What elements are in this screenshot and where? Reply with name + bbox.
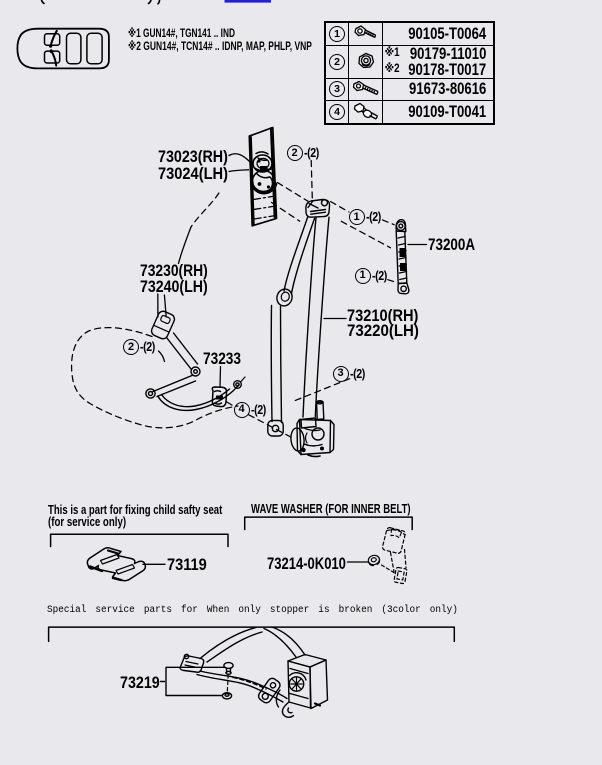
circled-number: 3 [332, 365, 349, 382]
circled-number: 2 [123, 339, 139, 355]
inner-belt-buckle-drawing [145, 310, 246, 412]
rear-bench-icon [86, 32, 103, 65]
section-brackets [47, 516, 456, 643]
part-number: 90178-T0017 [408, 60, 487, 79]
annotation-2a: 2 -(2) [286, 145, 322, 161]
part-number: 90179-11010 [409, 44, 487, 63]
label-inner-belt-rh: 73230(RH) [140, 261, 208, 280]
circled-number: 4 [329, 104, 345, 120]
label-outer-belt-lh: 73220(LH) [347, 321, 419, 340]
label-stopper: 73219 [120, 673, 160, 692]
wave-washer-drawing [367, 554, 381, 567]
part-number: 90109-T0041 [408, 103, 487, 121]
outer-belt-drawing [267, 198, 335, 458]
label-clip: 73233 [203, 348, 242, 368]
vehicle-top-view-icon [16, 27, 110, 70]
circled-number: 1 [354, 267, 371, 284]
part-number: 90105-T0064 [408, 24, 487, 43]
note-1: ※1 GUN14#, TGN141 .. IND [128, 27, 235, 40]
label-adjuster: 73200A [428, 234, 476, 254]
circled-number: 2 [286, 145, 303, 161]
annotation-1a: 1 -(2) [348, 209, 384, 225]
table-row: 2 ※1 90179-11010 ※2 90178-T0017 [326, 44, 493, 79]
link-underline[interactable] [224, 0, 272, 3]
label-wave-washer: 73214-0K010 [267, 553, 346, 573]
child-seat-bracket [49, 533, 229, 548]
circled-number: 3 [329, 81, 345, 98]
annotation-3a: 3 -(2) [332, 365, 368, 382]
annotation-4a: 4 -(2) [233, 401, 269, 418]
part-number: 91673-80616 [409, 80, 487, 99]
height-adjuster-drawing [395, 218, 410, 295]
table-row: 3 91673-80616 [326, 78, 493, 101]
front-seat-left-icon [43, 33, 61, 46]
child-seat-note-line1: This is a part for fixing child safty se… [48, 503, 223, 517]
annotation-1b: 1 -(2) [354, 267, 390, 284]
label-outer-belt-rh: 73210(RH) [347, 305, 419, 325]
clipped-header-fragments [40, 0, 272, 5]
note-marker: ※2 [384, 63, 400, 75]
special-parts-bracket [47, 626, 456, 643]
circled-number: 1 [348, 209, 365, 225]
circled-number: 1 [329, 25, 345, 42]
circled-number: 2 [329, 53, 345, 70]
table-row: 4 90109-T0041 [326, 101, 493, 123]
child-anchor-part-drawing [86, 546, 147, 582]
washer-bolt-icon [349, 101, 383, 123]
label-retractor-rh: 73023(RH) [158, 147, 228, 166]
flange-bolt-icon [349, 23, 383, 45]
flange-nut-icon [349, 45, 383, 78]
wave-washer-bracket [243, 516, 413, 531]
note-marker: ※1 [384, 47, 400, 59]
pillar-retractor-drawing [248, 126, 278, 227]
note-2: ※2 GUN14#, TCN14# .. IDNP, MAP, PHLP, VN… [127, 40, 312, 53]
long-bolt-icon [349, 78, 383, 100]
dashed-lines [70, 159, 398, 438]
label-inner-belt-lh: 73240(LH) [140, 276, 208, 296]
child-seat-note-line2: (for service only) [48, 515, 127, 529]
label-retractor-lh: 73024(LH) [158, 163, 228, 183]
circled-number: 4 [233, 401, 250, 418]
special-parts-drawing [159, 626, 329, 718]
annotation-2b: 2 -(2) [123, 339, 158, 355]
belt-clip-drawing [211, 386, 228, 408]
middle-bench-icon [65, 32, 82, 65]
table-row: 1 90105-T0064 [326, 23, 493, 46]
wave-washer-title: WAVE WASHER (FOR INNER BELT) [250, 501, 411, 516]
special-parts-title: Special service parts for When only stop… [47, 605, 458, 616]
fastener-table: 1 90105-T0064 2 [324, 21, 495, 125]
label-child-anchor: 73119 [166, 555, 207, 574]
inner-buckle-phantom-drawing [380, 527, 408, 585]
leader-lines [142, 153, 428, 565]
